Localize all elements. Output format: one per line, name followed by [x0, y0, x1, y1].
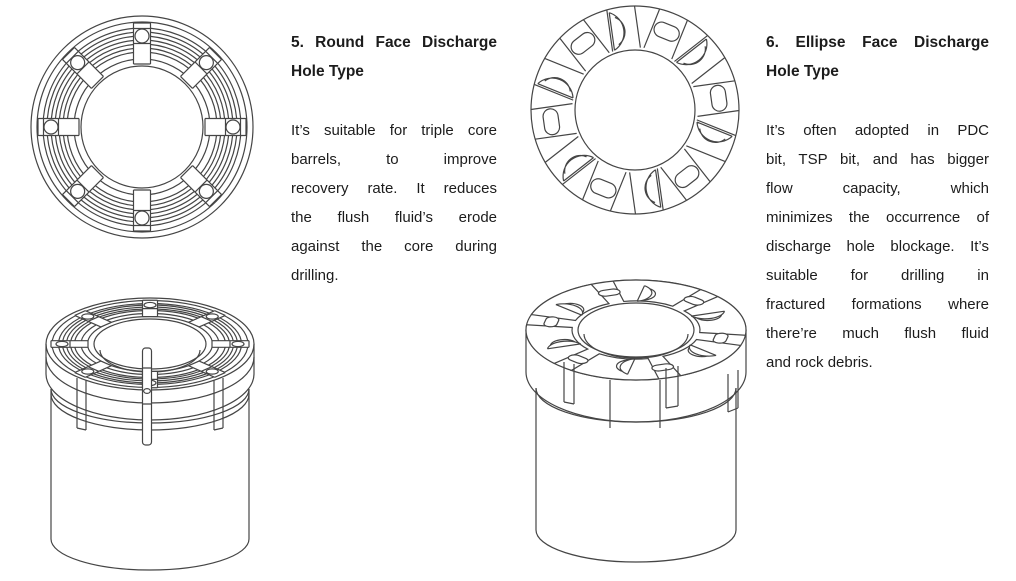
section-body: It’s often adopted in PDC bit, TSP bit, … — [766, 116, 989, 377]
round-discharge-hole — [70, 183, 86, 199]
figure-ellipse-face-3d-view — [512, 242, 760, 578]
ellipse-discharge-hole — [709, 84, 728, 112]
section-body: It’s suitable for triple core barrels, t… — [291, 116, 497, 290]
ellipse-discharge-hole — [681, 295, 706, 306]
gauge-pads — [76, 378, 224, 431]
round-discharge-hole — [43, 119, 59, 135]
body-line: It’s often adopted in PDC — [766, 122, 989, 139]
heading-line: Hole Type — [291, 63, 364, 80]
body-line: bit, TSP bit, and has bigger — [766, 151, 989, 168]
ellipse-discharge-hole — [590, 178, 617, 199]
segment-extrusion-lines — [563, 362, 739, 428]
section-heading: 6. Ellipse Face Discharge Hole Type — [766, 28, 989, 86]
cutter-segments-with-dome-faces — [534, 5, 736, 215]
round-discharge-hole — [134, 28, 150, 44]
ellipse-face-bit-top-view-drawing — [530, 5, 740, 215]
body-line: minimizes the occurrence of — [766, 209, 989, 226]
body-line: suitable for drilling in — [766, 267, 989, 284]
ellipse-discharge-hole — [542, 108, 561, 136]
ellipse-discharge-hole — [570, 31, 596, 55]
body-line: the flush fluid’s erode — [291, 209, 497, 226]
bore-depth-arc — [583, 333, 689, 359]
bit-inner-bore — [574, 49, 696, 171]
ellipse-discharge-hole — [653, 21, 680, 42]
round-discharge-hole — [225, 119, 241, 135]
section-ellipse-face: 6. Ellipse Face Discharge Hole Type It’s… — [766, 28, 989, 377]
body-line: drilling. — [291, 267, 339, 284]
round-discharge-hole — [198, 183, 214, 199]
body-line: discharge hole blockage. It’s — [766, 238, 989, 255]
ellipse-discharge-hole — [543, 316, 560, 327]
body-line: It’s suitable for triple core — [291, 122, 497, 139]
crown-outer-wall — [525, 330, 747, 423]
body-line: barrels, to improve — [291, 151, 497, 168]
round-discharge-hole — [198, 55, 214, 71]
heading-line: 6. Ellipse Face Discharge — [766, 34, 989, 51]
ellipse-discharge-hole — [597, 288, 622, 297]
body-line: and rock debris. — [766, 354, 873, 371]
heading-line: Hole Type — [766, 63, 839, 80]
body-line: there’re much flush fluid — [766, 325, 989, 342]
section-heading: 5. Round Face Discharge Hole Type — [291, 28, 497, 86]
bit-body-cylinder — [535, 387, 737, 563]
ellipse-discharge-hole — [712, 333, 729, 344]
section-round-face: 5. Round Face Discharge Hole Type It’s s… — [291, 28, 497, 290]
bit-outer-edge — [530, 5, 740, 215]
round-discharge-hole — [134, 210, 150, 226]
figure-round-face-3d-view — [30, 258, 270, 576]
figure-round-face-top-view — [29, 14, 255, 240]
cutter-blocks-and-holes — [518, 277, 755, 383]
body-line: flow capacity, which — [766, 180, 989, 197]
ellipse-discharge-hole — [650, 363, 675, 372]
body-line: recovery rate. It reduces — [291, 180, 497, 197]
figure-ellipse-face-top-view — [523, 4, 747, 216]
channels-with-ellipse-holes — [530, 8, 740, 212]
waterway-slots-with-round-holes — [37, 22, 247, 232]
ellipse-discharge-hole — [566, 354, 591, 365]
round-face-bit-top-view-drawing — [30, 15, 254, 239]
heading-line: 5. Round Face Discharge — [291, 34, 497, 51]
ellipse-discharge-hole — [674, 165, 700, 189]
front-gauge-slot — [141, 347, 153, 446]
body-line: against the core during — [291, 238, 497, 255]
round-discharge-hole — [70, 55, 86, 71]
ellipse-face-bit-3d-view-drawing — [518, 277, 755, 563]
round-face-bit-3d-view-drawing — [45, 297, 255, 571]
body-line: fractured formations where — [766, 296, 989, 313]
